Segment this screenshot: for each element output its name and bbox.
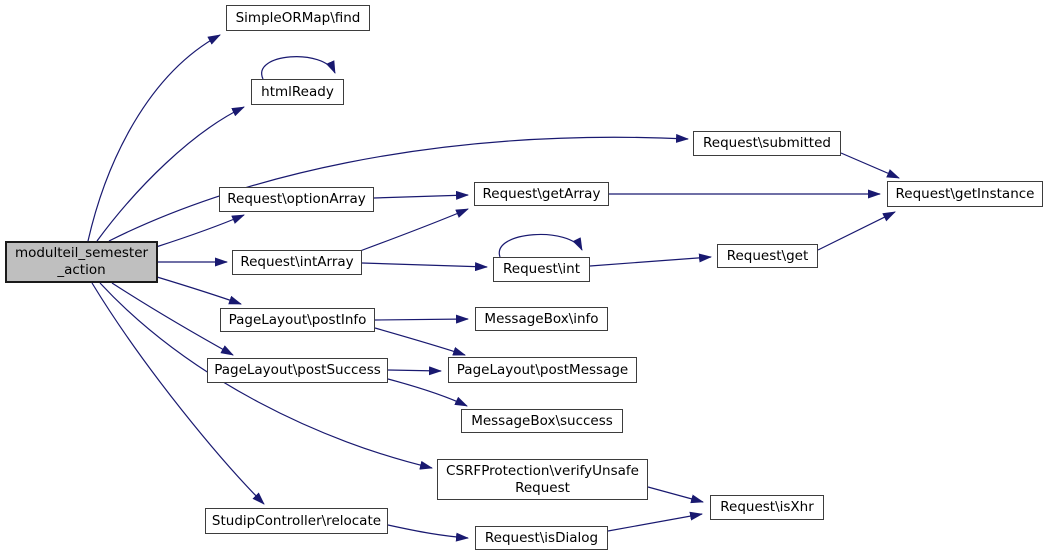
node-simpleormap-find[interactable]: SimpleORMap\find xyxy=(226,5,370,31)
node-csrfprotection-verifyunsaferequest[interactable]: CSRFProtection\verifyUnsafe Request xyxy=(437,459,648,500)
edge-intarray-int xyxy=(361,262,488,272)
node-label-line2: Request xyxy=(515,479,570,496)
node-pagelayout-postsuccess[interactable]: PageLayout\postSuccess xyxy=(207,358,388,383)
node-request-getinstance[interactable]: Request\getInstance xyxy=(887,181,1043,207)
node-messagebox-success[interactable]: MessageBox\success xyxy=(461,409,623,433)
node-label: PageLayout\postMessage xyxy=(456,361,629,378)
edge-main-optionarray xyxy=(155,214,245,248)
edge-main-find xyxy=(87,34,221,242)
edge-main-htmlready xyxy=(96,106,245,242)
node-label-line2: _action xyxy=(57,262,106,278)
edge-intarray-getarray xyxy=(359,208,469,252)
node-label: Request\int xyxy=(503,261,580,277)
edge-verifyunsafe-isxhr xyxy=(647,486,704,504)
node-request-isdialog[interactable]: Request\isDialog xyxy=(475,526,608,550)
edge-relocate-isdialog xyxy=(387,524,469,542)
node-request-get[interactable]: Request\get xyxy=(717,244,818,268)
node-pagelayout-postinfo[interactable]: PageLayout\postInfo xyxy=(220,308,375,332)
edge-main-verifyunsafe xyxy=(99,282,433,470)
node-label: Request\submitted xyxy=(703,135,831,151)
node-label: StudipController\relocate xyxy=(211,512,382,529)
node-modulteil-semester-action: modulteil_semester _action xyxy=(5,241,158,283)
edge-optionarray-getarray xyxy=(373,190,469,200)
edge-htmlready-htmlready xyxy=(261,56,336,80)
edge-postsuccess-success xyxy=(387,378,468,407)
node-request-isxhr[interactable]: Request\isXhr xyxy=(710,495,824,520)
node-label: Request\getArray xyxy=(482,185,601,202)
edge-main-postsuccess xyxy=(111,282,234,356)
node-request-intarray[interactable]: Request\intArray xyxy=(232,250,362,275)
node-studipcontroller-relocate[interactable]: StudipController\relocate xyxy=(205,508,388,534)
node-label: Request\intArray xyxy=(240,254,354,270)
node-label: PageLayout\postSuccess xyxy=(214,362,381,378)
node-label: SimpleORMap\find xyxy=(235,9,361,26)
node-request-int[interactable]: Request\int xyxy=(493,257,590,282)
edge-main-relocate xyxy=(91,282,265,505)
node-label: modulteil_semester xyxy=(14,245,149,261)
edge-postinfo-postmessage xyxy=(374,327,466,356)
edge-postinfo-info xyxy=(374,314,469,324)
edge-int-int xyxy=(498,233,583,258)
node-label: Request\optionArray xyxy=(227,191,366,207)
node-label: PageLayout\postInfo xyxy=(228,311,367,328)
node-htmlready[interactable]: htmlReady xyxy=(251,79,344,105)
node-label: Request\get xyxy=(726,247,809,264)
node-label: Request\isDialog xyxy=(484,529,599,546)
node-label: Request\getInstance xyxy=(895,185,1035,202)
edge-get-getinstance xyxy=(817,211,896,251)
node-messagebox-info[interactable]: MessageBox\info xyxy=(475,307,608,331)
edge-isdialog-isxhr xyxy=(607,511,703,532)
node-label: htmlReady xyxy=(261,83,334,100)
node-label: MessageBox\info xyxy=(484,310,599,327)
edge-main-submitted xyxy=(108,133,689,242)
node-request-submitted[interactable]: Request\submitted xyxy=(693,131,841,156)
edge-submitted-getinstance xyxy=(840,152,900,179)
edge-postsuccess-postmessage xyxy=(387,366,442,376)
node-label: Request\isXhr xyxy=(720,499,814,515)
edge-int-get xyxy=(589,253,712,267)
edge-main-postinfo xyxy=(156,276,242,305)
node-request-optionarray[interactable]: Request\optionArray xyxy=(219,187,374,212)
node-request-getarray[interactable]: Request\getArray xyxy=(474,182,609,206)
node-label: MessageBox\success xyxy=(471,412,613,429)
node-label: CSRFProtection\verifyUnsafe xyxy=(446,462,639,479)
node-pagelayout-postmessage[interactable]: PageLayout\postMessage xyxy=(448,357,637,383)
